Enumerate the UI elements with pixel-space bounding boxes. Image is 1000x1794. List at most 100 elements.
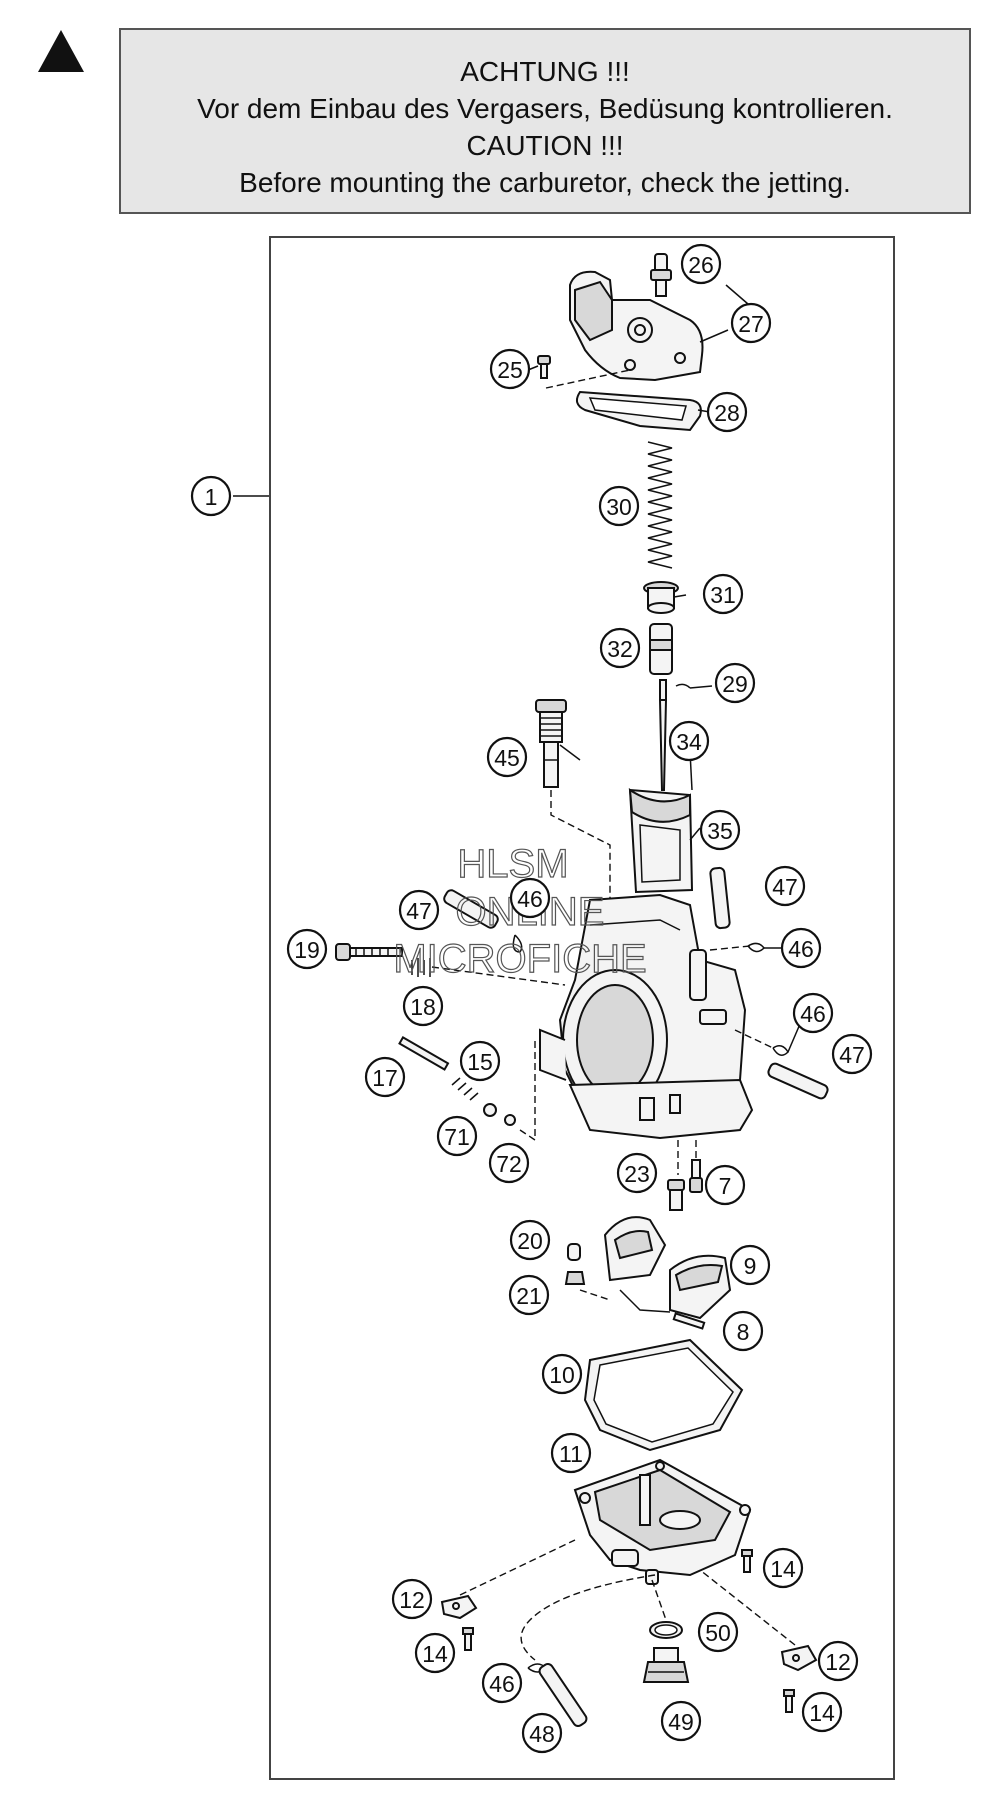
callout-label: 23 [624, 1161, 650, 1187]
callout-label: 47 [406, 898, 432, 924]
warning-triangle-icon [38, 30, 84, 72]
callout-label: 14 [422, 1641, 448, 1667]
dash-46b [709, 945, 751, 951]
callout-label: 15 [467, 1049, 493, 1075]
callout-label: 46 [489, 1671, 515, 1697]
part-17-pilot-screw [398, 1036, 450, 1071]
callout-label: 46 [788, 936, 814, 962]
callout-label: 45 [494, 745, 520, 771]
callout-label: 17 [372, 1065, 398, 1091]
part-8-float-pin [672, 1312, 706, 1330]
callout-15: 15 [459, 1040, 501, 1082]
caution-line-en-text: Before mounting the carburetor, check th… [239, 167, 851, 198]
callout-47: 47 [831, 1033, 873, 1075]
dash-72 [519, 1040, 536, 1142]
callout-label: 72 [496, 1151, 522, 1177]
part-46-clamp-left [512, 934, 523, 953]
callout-14: 14 [414, 1632, 456, 1674]
part-11-float-bowl [573, 1458, 752, 1585]
dash-49 [651, 1579, 667, 1621]
part-18-spring [411, 958, 431, 977]
part-14-screw-right [741, 1549, 753, 1573]
part-46-clamp-right [747, 942, 765, 953]
callout-21: 21 [508, 1274, 550, 1316]
callout-49: 49 [660, 1700, 702, 1742]
part-15-spring [451, 1077, 479, 1101]
callout-11: 11 [550, 1432, 592, 1474]
dash-19 [431, 966, 566, 986]
assembly-frame [269, 236, 895, 1780]
callout-label: 50 [705, 1620, 731, 1646]
callout-12: 12 [817, 1640, 859, 1682]
callout-label: 18 [410, 994, 436, 1020]
callout-12: 12 [391, 1578, 433, 1620]
part-32-needle-holder [649, 623, 673, 675]
callout-1: 1 [190, 475, 232, 517]
callout-31: 31 [702, 573, 744, 615]
callout-10: 10 [541, 1353, 583, 1395]
caution-box: ACHTUNG !!! Vor dem Einbau des Vergasers… [119, 28, 971, 214]
callout-29: 29 [714, 662, 756, 704]
callout-26: 26 [680, 243, 722, 285]
callout-47: 47 [764, 865, 806, 907]
dash-12a [459, 1539, 576, 1596]
callout-label: 1 [205, 484, 218, 510]
callout-50: 50 [697, 1611, 739, 1653]
callout-label: 10 [549, 1362, 575, 1388]
callout-34: 34 [668, 720, 710, 762]
part-23-main-jet [667, 1179, 685, 1211]
callout-label: 35 [707, 818, 733, 844]
callout-label: 20 [517, 1228, 543, 1254]
callout-18: 18 [402, 985, 444, 1027]
caution-line-de-title: ACHTUNG !!! [460, 56, 630, 87]
part-71-washer [483, 1103, 497, 1117]
callout-label: 8 [737, 1319, 750, 1345]
callout-48: 48 [521, 1712, 563, 1754]
callout-14: 14 [762, 1547, 804, 1589]
callout-8: 8 [722, 1310, 764, 1352]
callout-46: 46 [509, 877, 551, 919]
part-30-spring [647, 441, 673, 569]
part-26-nipple [650, 253, 672, 297]
dash-21 [579, 1289, 611, 1301]
part-20-float-needle [567, 1243, 581, 1261]
part-47-hose-right [709, 866, 731, 930]
callout-label: 46 [800, 1001, 826, 1027]
watermark: HLSM ONLINE MICROFICHE [393, 841, 648, 981]
callout-label: 32 [607, 636, 633, 662]
callout-label: 9 [744, 1253, 757, 1279]
dash-12b [699, 1569, 796, 1646]
callout-label: 28 [714, 400, 740, 426]
callout-46: 46 [792, 992, 834, 1034]
callout-label: 14 [809, 1700, 835, 1726]
callout-7: 7 [704, 1164, 746, 1206]
part-45-air-screw [535, 699, 567, 788]
callout-label: 27 [738, 311, 764, 337]
callout-label: 49 [668, 1709, 694, 1735]
callout-label: 25 [497, 357, 523, 383]
callout-71: 71 [436, 1115, 478, 1157]
callout-label: 12 [399, 1587, 425, 1613]
part-9-float [603, 1216, 732, 1320]
part-29-clip [675, 683, 691, 689]
callout-label: 21 [516, 1283, 542, 1309]
callout-label: 7 [719, 1173, 732, 1199]
part-27-top-cover [569, 270, 704, 382]
callout-25: 25 [489, 348, 531, 390]
callout-label: 30 [606, 494, 632, 520]
callout-label: 29 [722, 671, 748, 697]
svg-text:MICROFICHE: MICROFICHE [393, 937, 646, 981]
dash-25 [545, 369, 631, 389]
part-72-o-ring [504, 1114, 516, 1126]
part-46-clamp-lower [772, 1045, 789, 1056]
part-14-screw-bottom-right [783, 1689, 795, 1713]
callout-label: 47 [772, 874, 798, 900]
callout-label: 11 [559, 1441, 583, 1467]
part-21-clip [564, 1271, 586, 1285]
part-35-throttle-slide [628, 788, 694, 894]
dash-46c [734, 1029, 774, 1049]
dash-45 [550, 790, 611, 900]
callout-28: 28 [706, 391, 748, 433]
callout-45: 45 [486, 736, 528, 778]
